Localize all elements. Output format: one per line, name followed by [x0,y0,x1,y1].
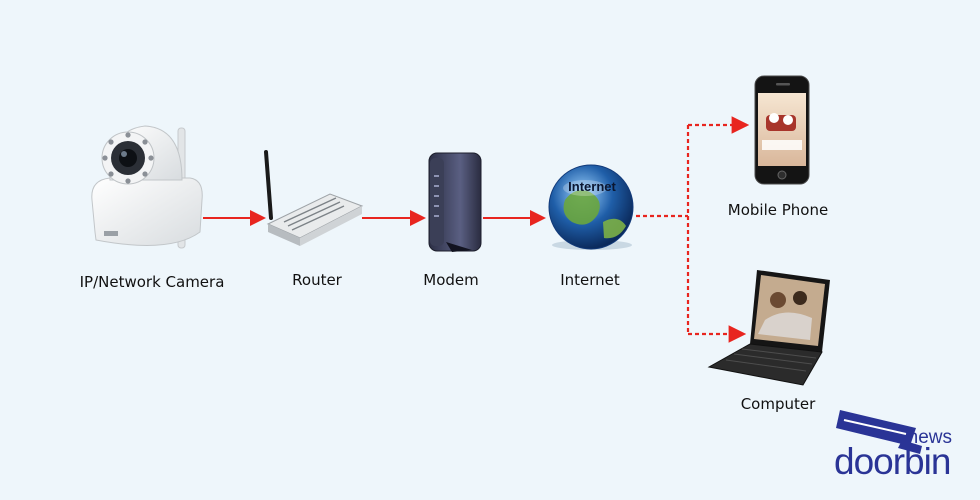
globe-text: Internet [568,179,616,194]
camera-label: IP/Network Camera [79,273,225,291]
internet-label: Internet [560,271,620,289]
router-label: Router [292,271,342,289]
computer-label: Computer [740,395,816,413]
mobile-phone-label: Mobile Phone [727,201,829,219]
modem-label: Modem [423,271,479,289]
laptop-computer-icon [707,270,830,386]
router-icon [264,150,364,246]
ip-camera-icon [91,125,203,249]
doorbin-news-logo: news doorbin [830,402,970,492]
security-camera-logo-icon [836,410,922,454]
logo-news-text: news [907,427,952,448]
logo-wordmark-text: doorbin [834,441,951,482]
modem-icon [428,152,482,252]
mobile-phone-icon [754,75,810,185]
internet-globe-icon: Internet [548,164,634,250]
dashed-branch-connector [636,125,690,334]
